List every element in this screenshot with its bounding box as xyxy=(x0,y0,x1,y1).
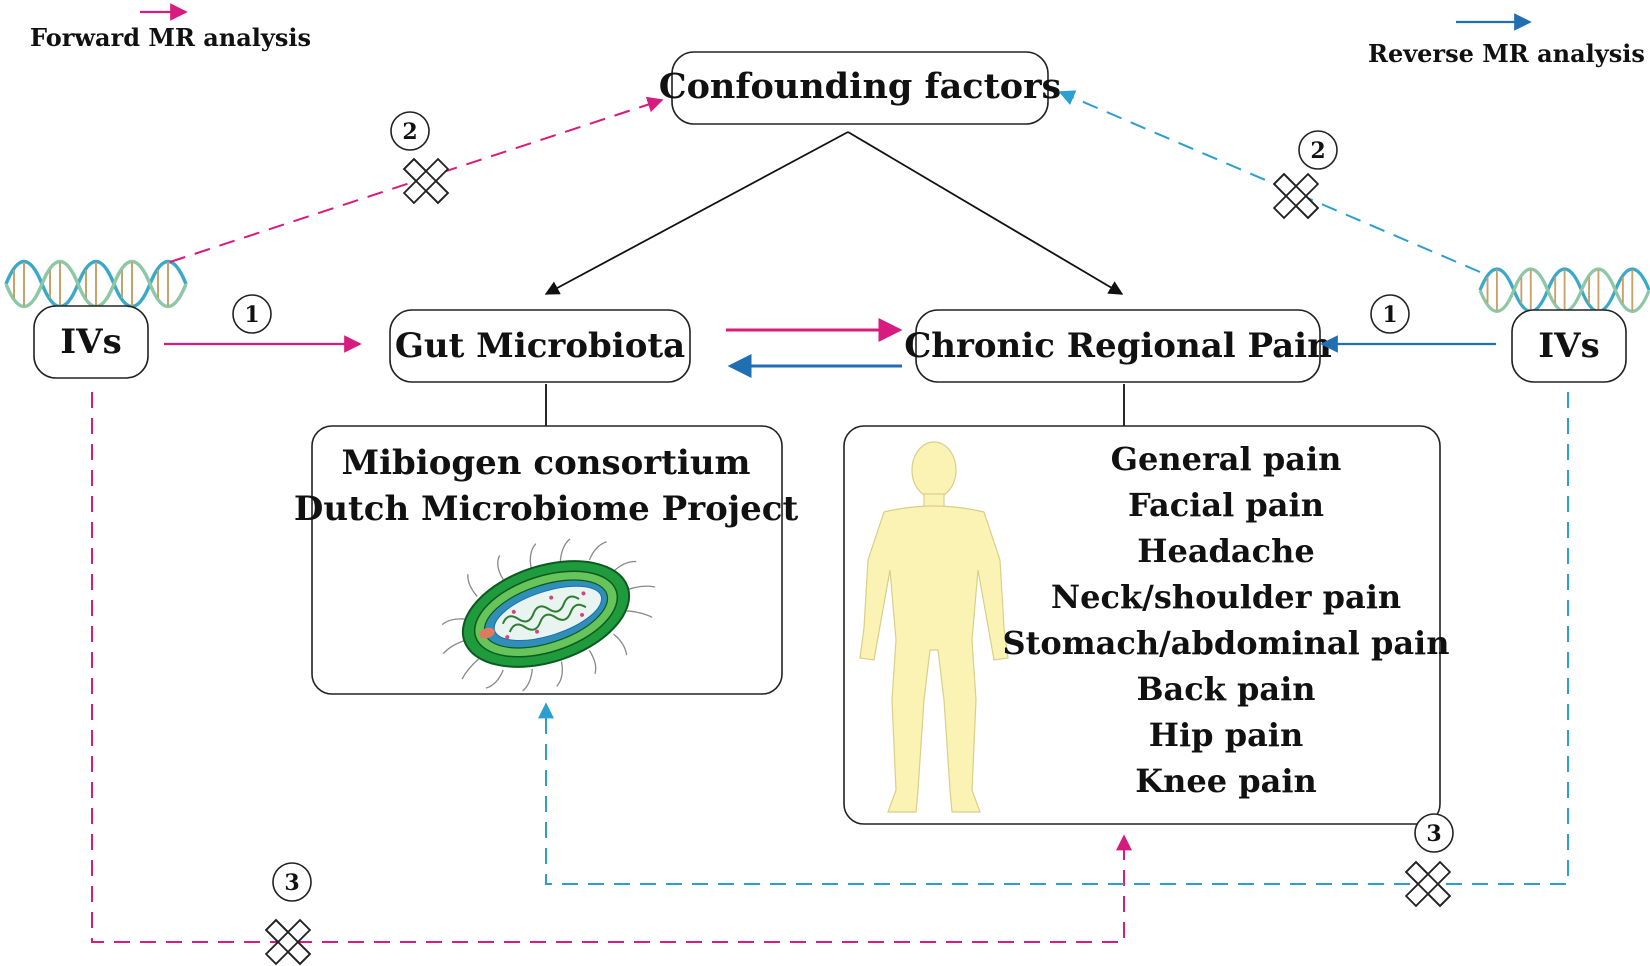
badge-number: 1 xyxy=(1382,302,1397,328)
badge-number: 1 xyxy=(244,302,259,328)
pain-sites-panel: General pain Facial pain Headache Neck/s… xyxy=(843,425,1450,825)
iv-right-to-gut-dashed xyxy=(538,392,1569,885)
pain-site-item: Headache xyxy=(1137,532,1315,570)
iv-left-to-confounders-dashed xyxy=(169,96,664,263)
pain-site-item: Hip pain xyxy=(1149,716,1303,754)
assumption-badge-1-right: 1 xyxy=(1370,294,1410,334)
dna-helix-icon xyxy=(1478,267,1650,313)
gut-microbiota-node: Gut Microbiota xyxy=(389,309,691,383)
legend-forward: Forward MR analysis xyxy=(30,3,311,52)
microbiota-source: Mibiogen consortium xyxy=(341,443,750,483)
cross-icon xyxy=(1405,861,1451,907)
badge-number: 3 xyxy=(284,870,299,896)
badge-number: 3 xyxy=(1426,821,1441,847)
reverse-legend-label: Reverse MR analysis xyxy=(1368,39,1645,68)
pain-site-item: Neck/shoulder pain xyxy=(1051,578,1401,616)
iv-right-to-confounders-dashed xyxy=(1058,90,1481,273)
pain-site-item: General pain xyxy=(1111,440,1342,478)
assumption-badge-3-right: 3 xyxy=(1414,813,1454,853)
gut-microbiota-label: Gut Microbiota xyxy=(395,326,685,366)
dna-helix-icon xyxy=(4,259,188,309)
chronic-pain-label: Chronic Regional Pain xyxy=(904,326,1332,366)
assumption-badge-1-left: 1 xyxy=(232,294,272,334)
ivs-left-node: IVs xyxy=(33,305,149,379)
ivs-right-label: IVs xyxy=(1538,326,1599,366)
badge-number: 2 xyxy=(1310,138,1325,164)
pain-site-item: Facial pain xyxy=(1128,486,1324,524)
confounder-to-gut-arrow xyxy=(544,131,849,295)
pain-site-item: Stomach/abdominal pain xyxy=(1003,624,1450,662)
iv-left-to-pain-dashed xyxy=(91,392,1132,943)
cross-icon xyxy=(1273,173,1319,219)
confounders-node: Confounding factors xyxy=(659,51,1062,125)
forward-legend-label: Forward MR analysis xyxy=(30,23,311,52)
microbiota-source: Dutch Microbiome Project xyxy=(294,489,799,529)
pain-site-item: Back pain xyxy=(1136,670,1315,708)
legend-reverse: Reverse MR analysis xyxy=(1368,13,1645,68)
bacterium-icon xyxy=(441,538,656,692)
assumption-badge-2-right: 2 xyxy=(1298,130,1338,170)
confounder-to-pain-arrow xyxy=(847,131,1124,295)
badge-number: 2 xyxy=(402,119,417,145)
human-silhouette-icon xyxy=(859,441,1009,813)
chronic-pain-node: Chronic Regional Pain xyxy=(904,309,1332,383)
confounders-label: Confounding factors xyxy=(659,66,1062,107)
assumption-badge-3-left: 3 xyxy=(272,862,312,902)
microbiota-sources-panel: Mibiogen consortium Dutch Microbiome Pro… xyxy=(294,425,799,695)
assumption-badge-2-left: 2 xyxy=(390,111,430,151)
ivs-left-label: IVs xyxy=(60,322,121,362)
cross-icon xyxy=(403,158,449,204)
pain-site-item: Knee pain xyxy=(1135,762,1316,800)
ivs-right-node: IVs xyxy=(1511,309,1627,383)
